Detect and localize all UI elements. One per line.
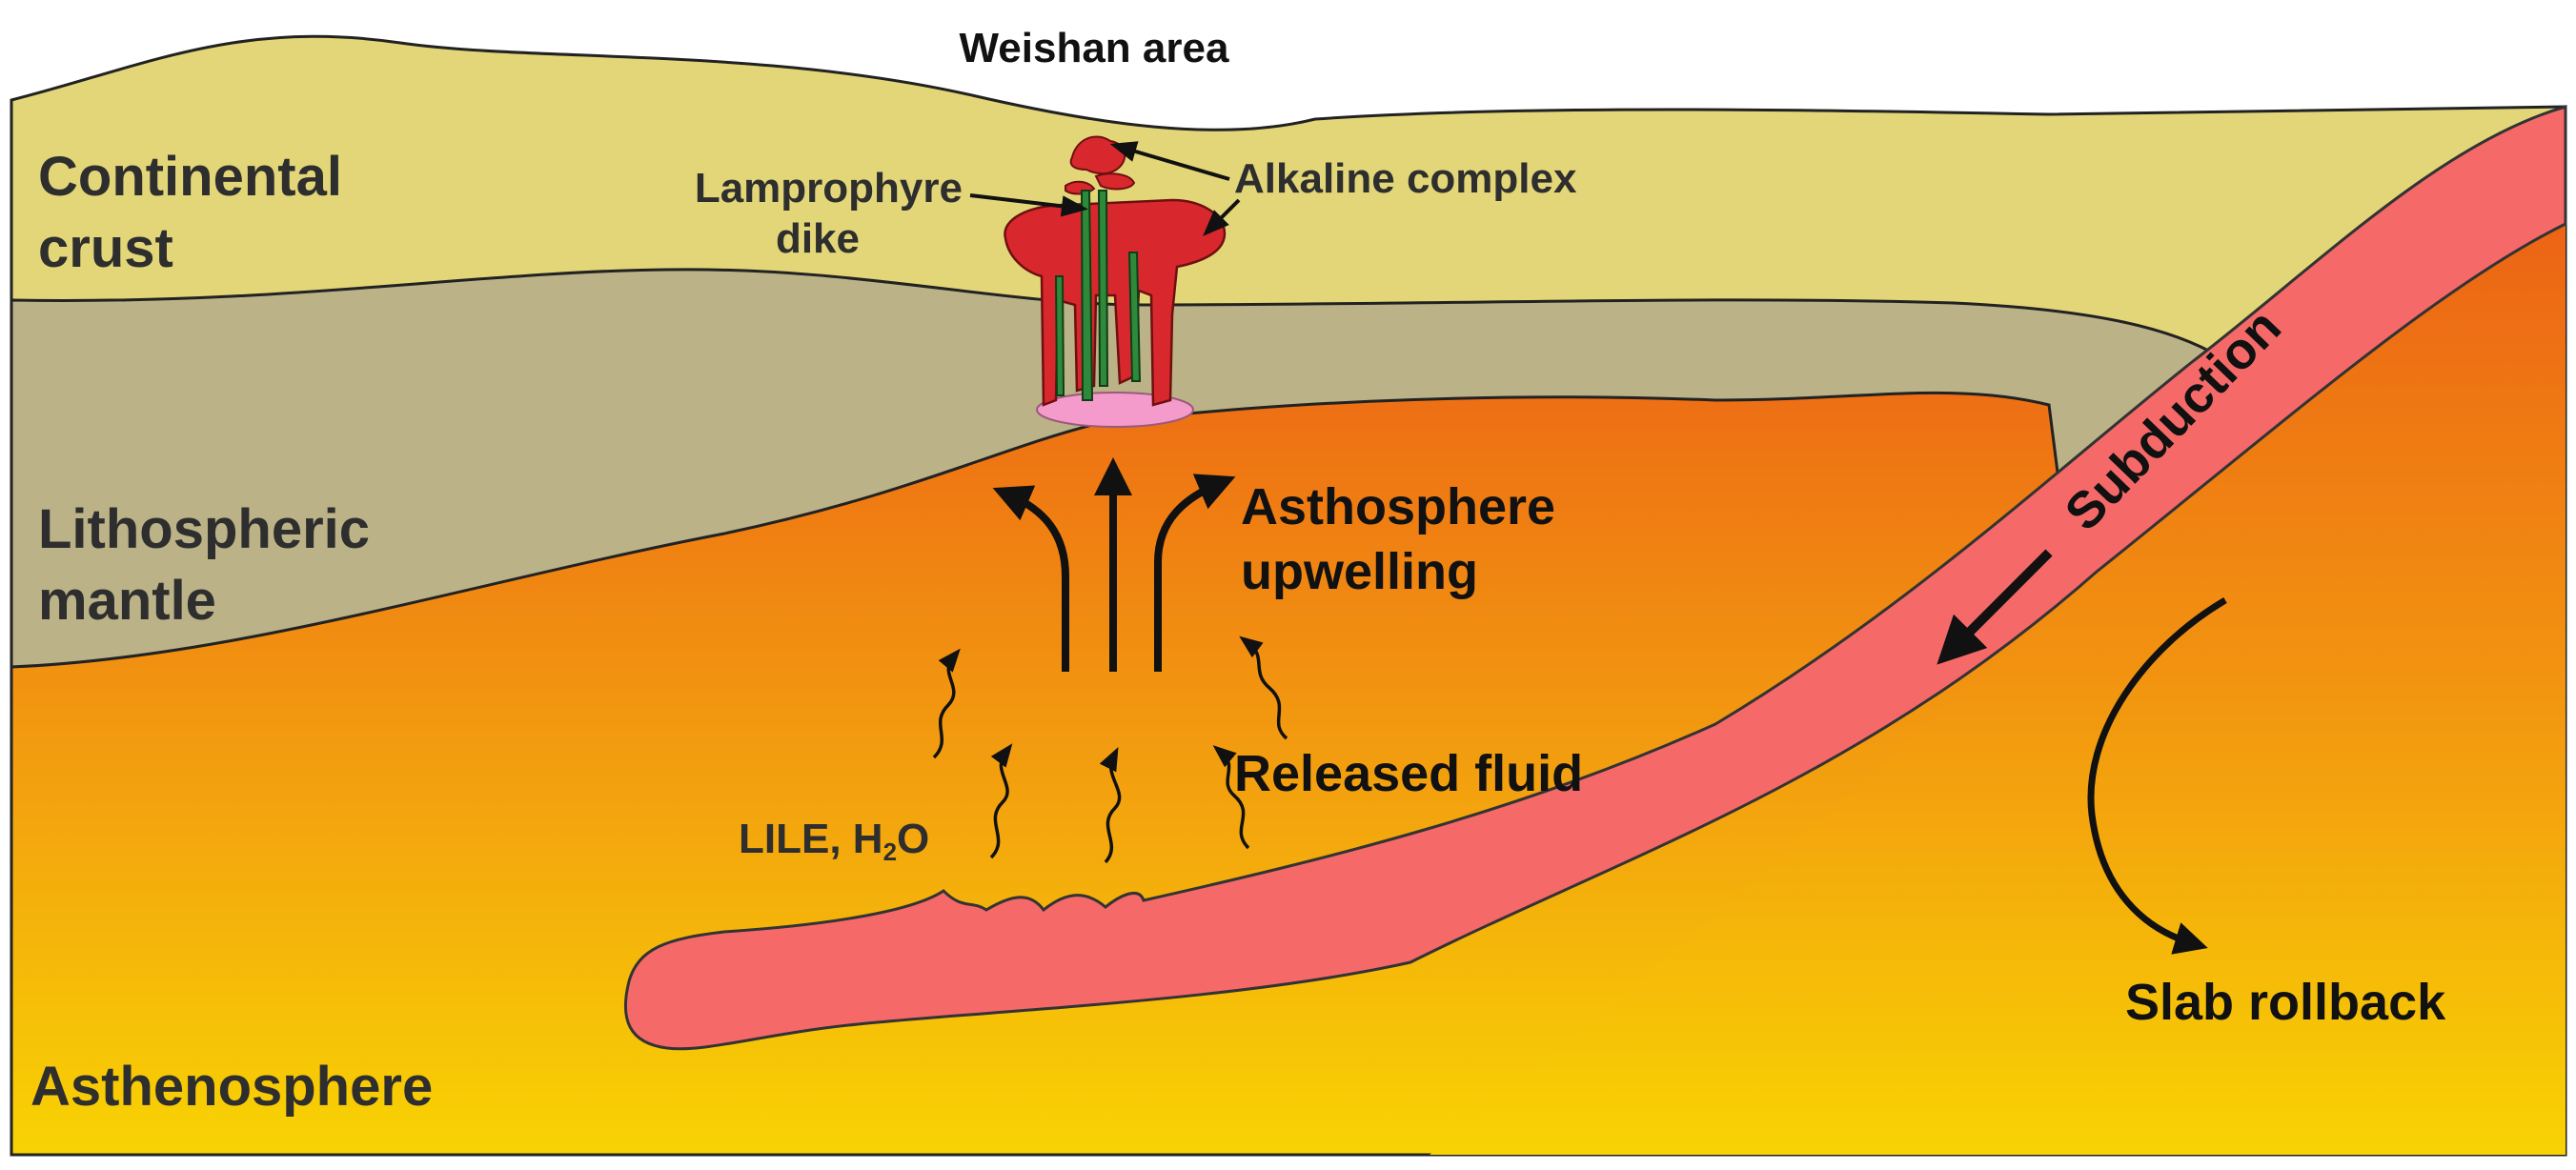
- fluid-species-main: LILE, H: [739, 816, 883, 862]
- lamprophyre-pointer: [969, 193, 1088, 217]
- fluid-species-label: LILE, H2O: [739, 816, 929, 866]
- lamprophyre-label-2: dike: [776, 215, 860, 262]
- fluid-arrow: [1099, 747, 1122, 864]
- fluid-arrow: [1239, 635, 1288, 740]
- upwelling-label-2: upwelling: [1241, 543, 1478, 600]
- slab-rollback-arrow: [2087, 596, 2227, 955]
- fluid-species-tail: O: [897, 816, 929, 862]
- fluid-species-subscript: 2: [883, 837, 897, 866]
- diagram-title: Weishan area: [960, 25, 1229, 71]
- alkaline-complex-surface: [1094, 172, 1136, 191]
- asthenosphere-label: Asthenosphere: [30, 1056, 433, 1118]
- lamprophyre-dike: [1097, 190, 1109, 387]
- upwelling-label-1: Asthosphere: [1241, 478, 1555, 535]
- upwelling-arrow-right: [1154, 474, 1236, 672]
- upwelling-arrow-left: [992, 485, 1069, 672]
- lamprophyre-dike: [1054, 275, 1065, 396]
- released-fluid-label: Released fluid: [1234, 745, 1583, 802]
- lamprophyre-label-1: Lamprophyre: [695, 165, 963, 212]
- subducting-slab: [623, 105, 2567, 1051]
- alkaline-pointer-body: [1203, 198, 1241, 236]
- alkaline-complex-label: Alkaline complex: [1234, 155, 1577, 202]
- continental-crust-label-1: Continental: [38, 146, 342, 208]
- subduction-arrow: [1937, 549, 2053, 665]
- asthenosphere-right-layer: [1430, 224, 2566, 1155]
- lamprophyre-dike: [1127, 252, 1142, 382]
- fluid-arrow: [932, 648, 961, 759]
- fluid-arrow: [1212, 745, 1250, 850]
- slab-rollback-label: Slab rollback: [2125, 974, 2446, 1031]
- lamprophyre-dike: [1080, 190, 1094, 401]
- fluid-arrow: [989, 743, 1013, 859]
- continental-crust-label-2: crust: [38, 217, 173, 279]
- lithospheric-mantle-label-2: mantle: [38, 570, 216, 632]
- alkaline-pointer-surface: [1109, 141, 1230, 181]
- lithospheric-mantle-label-1: Lithospheric: [38, 498, 370, 560]
